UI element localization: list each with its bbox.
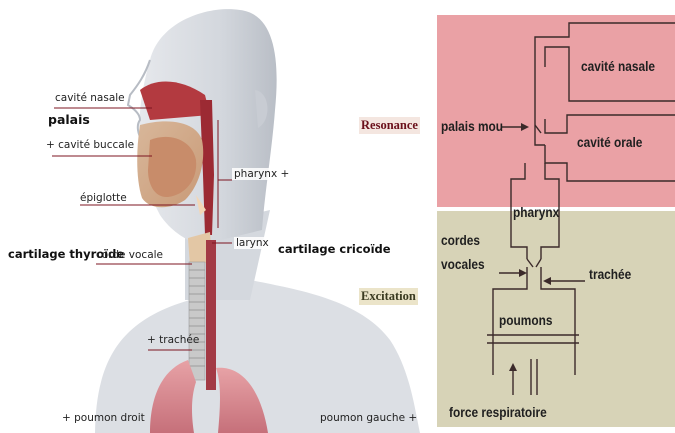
label-pharynx: pharynx + bbox=[232, 168, 291, 180]
label-poumon-gauche: poumon gauche + bbox=[320, 412, 417, 424]
section-tag-excitation: Excitation bbox=[359, 288, 418, 305]
label-palais: palais bbox=[48, 114, 90, 126]
label-poumons: poumons bbox=[499, 313, 552, 328]
label-cartilage-cricoide: cartilage cricoïde bbox=[278, 243, 391, 255]
velum-arrowhead bbox=[521, 123, 529, 131]
label-cavite-buccale: + cavité buccale bbox=[46, 139, 134, 151]
esophagus-shape bbox=[206, 240, 216, 390]
label-corde-vocale: corde vocale bbox=[96, 249, 163, 261]
glottis-left bbox=[527, 259, 533, 267]
head-and-torso-drawing bbox=[0, 0, 435, 433]
glottis-right bbox=[536, 259, 541, 267]
tube-diagram bbox=[437, 15, 675, 433]
trachee-arrowhead bbox=[543, 277, 551, 285]
nasal-cavity-bottom bbox=[545, 47, 675, 101]
trachea-shape bbox=[189, 262, 205, 380]
cordes-arrowhead bbox=[519, 269, 527, 277]
oral-cavity-bottom bbox=[545, 145, 675, 181]
label-epiglotte: épiglotte bbox=[80, 192, 127, 204]
section-tag-resonance: Resonance bbox=[359, 117, 420, 134]
label-larynx: larynx bbox=[234, 237, 271, 249]
label-vocales: vocales bbox=[441, 257, 485, 272]
label-trachee: + trachée bbox=[147, 334, 199, 346]
velum-tick bbox=[535, 125, 541, 133]
label-cavite-nasale-model: cavité nasale bbox=[581, 59, 655, 74]
label-cavite-nasale: cavité nasale bbox=[55, 92, 125, 104]
anatomy-illustration: cavité nasale palais + cavité buccale ép… bbox=[0, 0, 435, 433]
force-arrowhead bbox=[509, 363, 517, 371]
velum-branch bbox=[535, 67, 545, 145]
vocal-tract-model: cavité nasale palais mou cavité orale ph… bbox=[437, 15, 675, 433]
label-pharynx-model: pharynx bbox=[513, 205, 559, 220]
label-cavite-orale: cavité orale bbox=[577, 135, 642, 150]
label-force-respiratoire: force respiratoire bbox=[449, 405, 547, 420]
label-palais-mou: palais mou bbox=[441, 119, 503, 134]
label-cordes: cordes bbox=[441, 233, 480, 248]
label-poumon-droit: + poumon droit bbox=[62, 412, 145, 424]
oral-cavity-box bbox=[545, 115, 675, 133]
label-trachee-model: trachée bbox=[589, 267, 631, 282]
